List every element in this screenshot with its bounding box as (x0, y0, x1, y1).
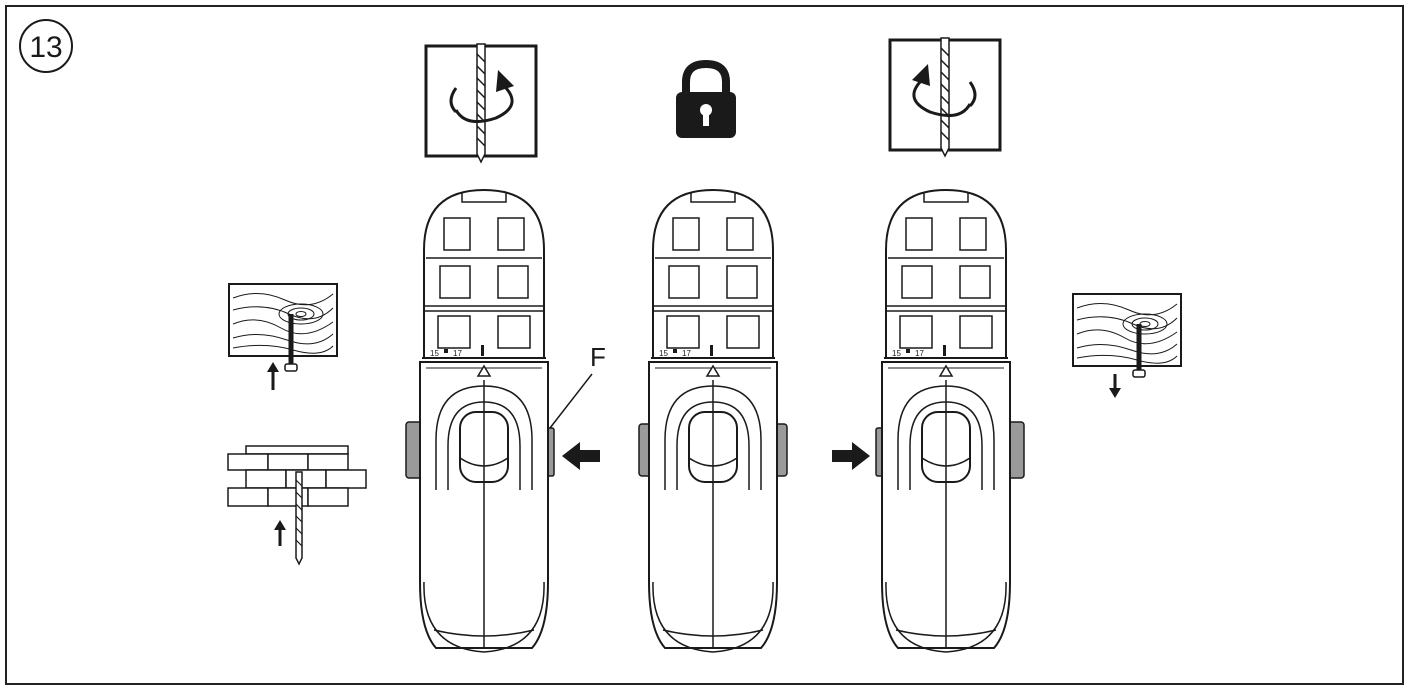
masonry-drilling-icon (227, 445, 367, 566)
wood-screw-insertion-icon (1072, 293, 1182, 398)
padlock-icon (676, 59, 736, 138)
settings-text-a: 15 (892, 349, 901, 358)
counterclockwise-rotation-icon (424, 43, 538, 163)
settings-text-a: 15 (659, 349, 668, 358)
step-number: 13 (29, 31, 62, 64)
clockwise-rotation-icon (888, 37, 1002, 157)
settings-text-b: 17 (453, 349, 462, 358)
settings-text-b: 17 (682, 349, 691, 358)
push-left-arrow-icon (562, 442, 600, 470)
settings-text-a: 15 (430, 349, 439, 358)
push-right-arrow-icon (832, 442, 870, 470)
wood-screw-removal-icon (228, 283, 338, 390)
settings-text-b: 17 (915, 349, 924, 358)
callout-label: F (590, 342, 606, 372)
drill-left-reverse: 15 17 (405, 189, 555, 653)
step-number-badge: 13 (19, 19, 73, 73)
drill-right-forward: 15 17 (875, 189, 1025, 653)
switch-callout: F (549, 342, 606, 429)
drill-center-locked: 15 17 (638, 189, 788, 653)
